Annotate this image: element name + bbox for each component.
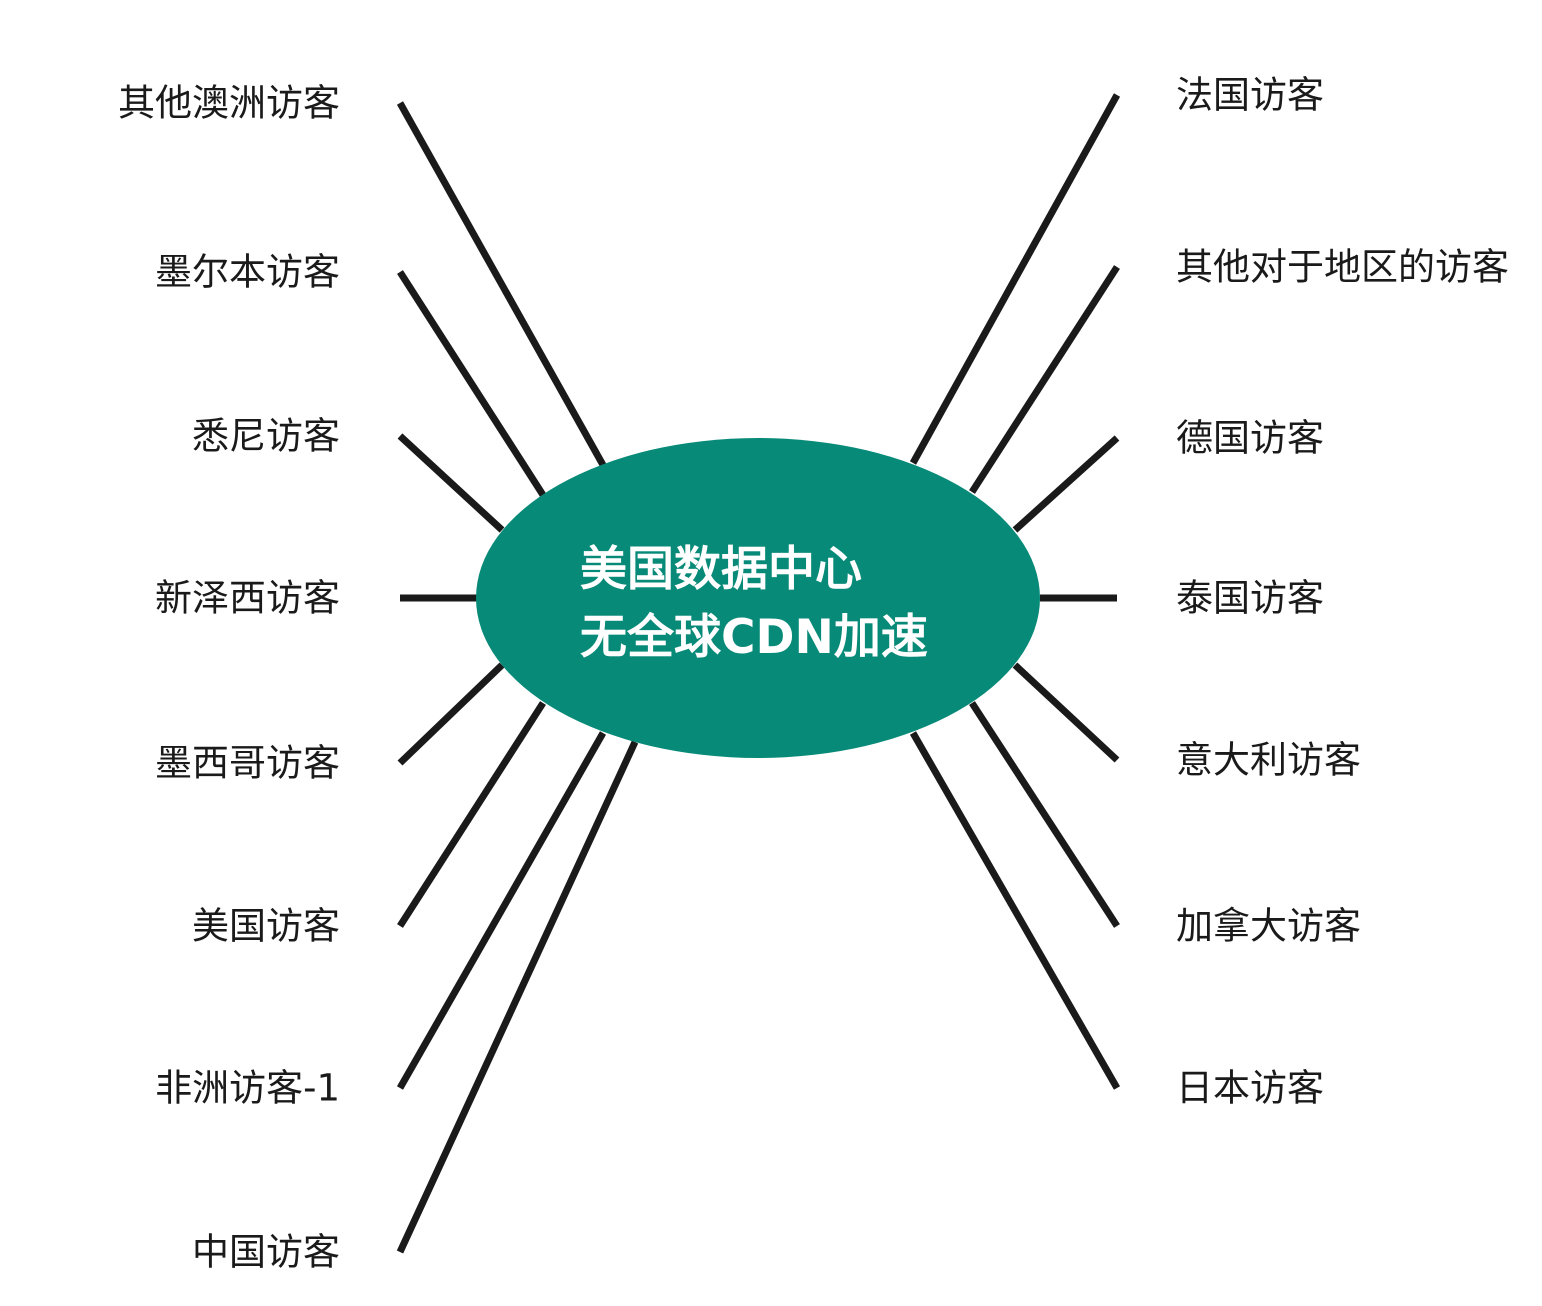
center-line-2: 无全球CDN加速 [580,610,928,665]
connector-right-6 [909,731,1121,1090]
connector-left-0 [396,101,607,467]
node-left-0: 其他澳洲访客 [118,81,340,125]
connector-right-4 [1012,662,1120,763]
node-right-5: 加拿大访客 [1176,904,1361,948]
node-left-6: 非洲访客-1 [155,1066,340,1110]
connector-right-0 [909,93,1121,465]
node-left-5: 美国访客 [192,904,340,948]
center-node-label: 美国数据中心 无全球CDN加速 [580,536,928,672]
connector-left-5 [397,701,546,928]
node-right-4: 意大利访客 [1176,738,1361,782]
node-left-7: 中国访客 [192,1230,340,1274]
node-left-3: 新泽西访客 [155,576,340,620]
node-right-1: 其他对于地区的访客 [1176,245,1509,289]
node-left-4: 墨西哥访客 [155,741,340,785]
connector-left-7 [396,740,639,1254]
node-right-3: 泰国访客 [1176,576,1324,620]
center-node-ellipse [476,438,1040,758]
connector-left-6 [396,731,607,1090]
node-left-2: 悉尼访客 [192,414,340,458]
connector-left-1 [397,270,546,497]
connector-right-2 [1012,435,1120,533]
node-right-2: 德国访客 [1176,416,1324,460]
connector-left-4 [397,662,505,766]
node-right-6: 日本访客 [1176,1066,1324,1110]
connector-right-1 [969,265,1120,494]
center-line-1: 美国数据中心 [580,542,862,597]
connector-right-5 [969,701,1120,928]
connector-left-2 [397,433,505,533]
node-left-1: 墨尔本访客 [155,250,340,294]
node-right-0: 法国访客 [1176,73,1324,117]
